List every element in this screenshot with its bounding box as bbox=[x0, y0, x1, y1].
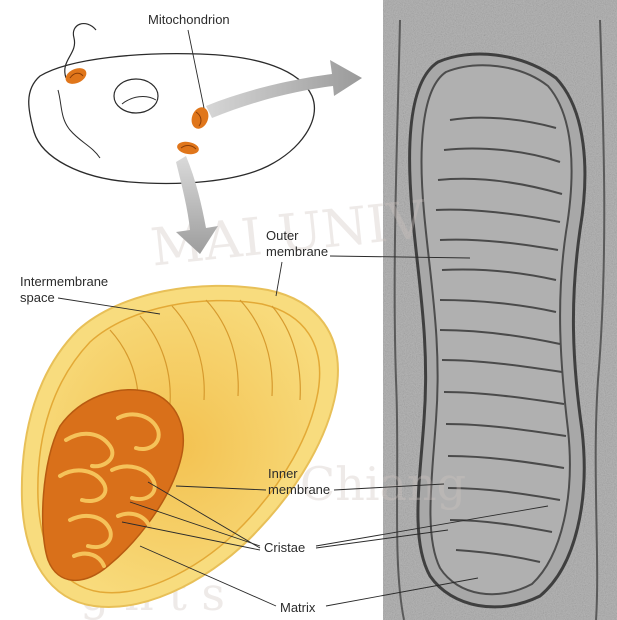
svg-text:Cristae: Cristae bbox=[264, 540, 305, 555]
cell-sketch bbox=[29, 24, 315, 184]
svg-text:space: space bbox=[20, 290, 55, 305]
svg-text:Intermembrane: Intermembrane bbox=[20, 274, 108, 289]
svg-text:Mitochondrion: Mitochondrion bbox=[148, 12, 230, 27]
svg-text:Inner: Inner bbox=[268, 466, 298, 481]
svg-text:Outer: Outer bbox=[266, 228, 299, 243]
svg-text:membrane: membrane bbox=[268, 482, 330, 497]
nucleus bbox=[114, 79, 158, 113]
svg-text:Matrix: Matrix bbox=[280, 600, 316, 615]
mitochondrion-diagram bbox=[22, 286, 338, 607]
electron-micrograph bbox=[383, 0, 617, 620]
svg-text:membrane: membrane bbox=[266, 244, 328, 259]
